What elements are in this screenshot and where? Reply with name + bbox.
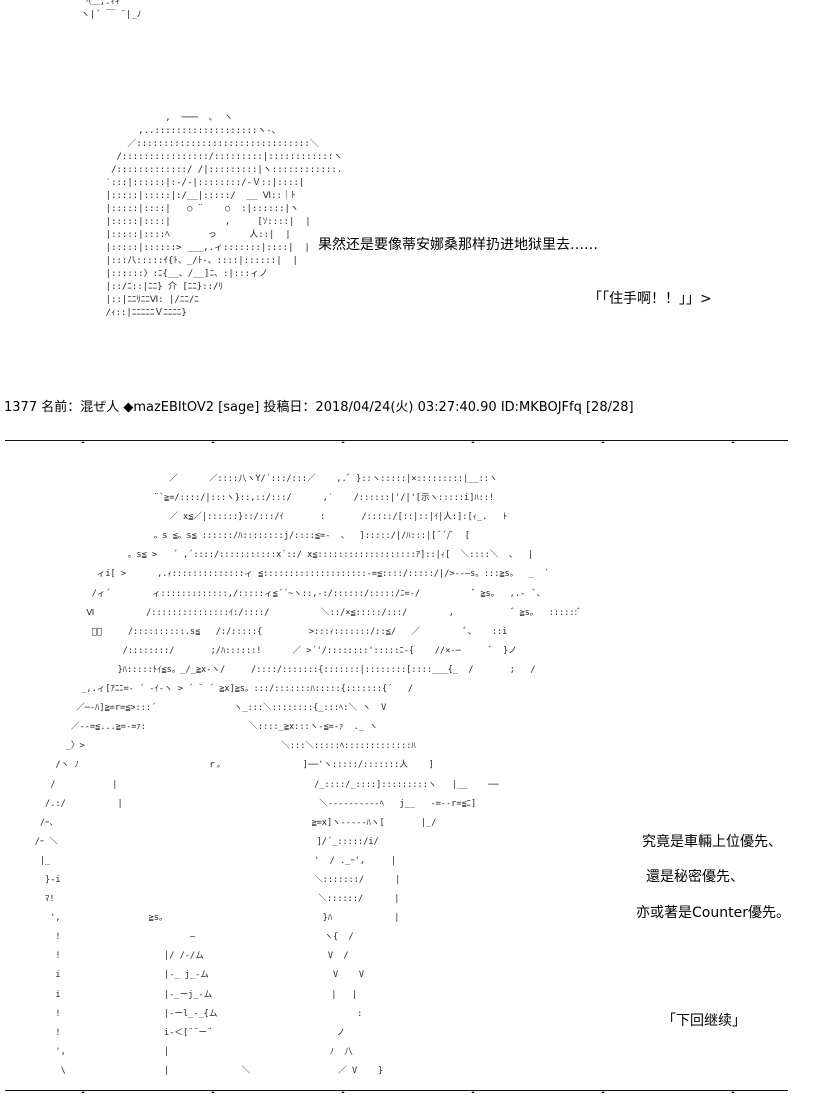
narration-line-3: 亦或著是Counter優先。	[636, 905, 790, 921]
divider-top	[5, 440, 788, 443]
shout-line: 「「住手啊！！」」>	[588, 291, 712, 307]
narration-line-2: 還是秘密優先、	[646, 869, 744, 885]
character-art-face: , ─── ､ ヽ ,..:::::::::::::::::::ヽ‐､ ／:::…	[105, 113, 343, 318]
character-art-scene: ／ ／::::八ヽY/´:::/:::／ ,.ﾞ }::ヽ:::::|×::::…	[34, 474, 582, 1076]
post-header: 1377 名前：混ぜ人 ◆mazEBItOV2 [sage] 投稿日：2018/…	[4, 400, 634, 415]
speech-line: 果然还是要像蒂安娜桑那样扔进地狱里去……	[318, 237, 598, 253]
top-art-fragment: ﾍ＿,.ｨｷﾞ"" ヽ|´ ￣ ¯|_ﾉ	[80, 0, 142, 20]
narration-line-1: 究竟是車輛上位優先、	[642, 834, 782, 850]
to-be-continued: 「下回继续」	[662, 1013, 746, 1029]
divider-bottom	[5, 1090, 788, 1093]
